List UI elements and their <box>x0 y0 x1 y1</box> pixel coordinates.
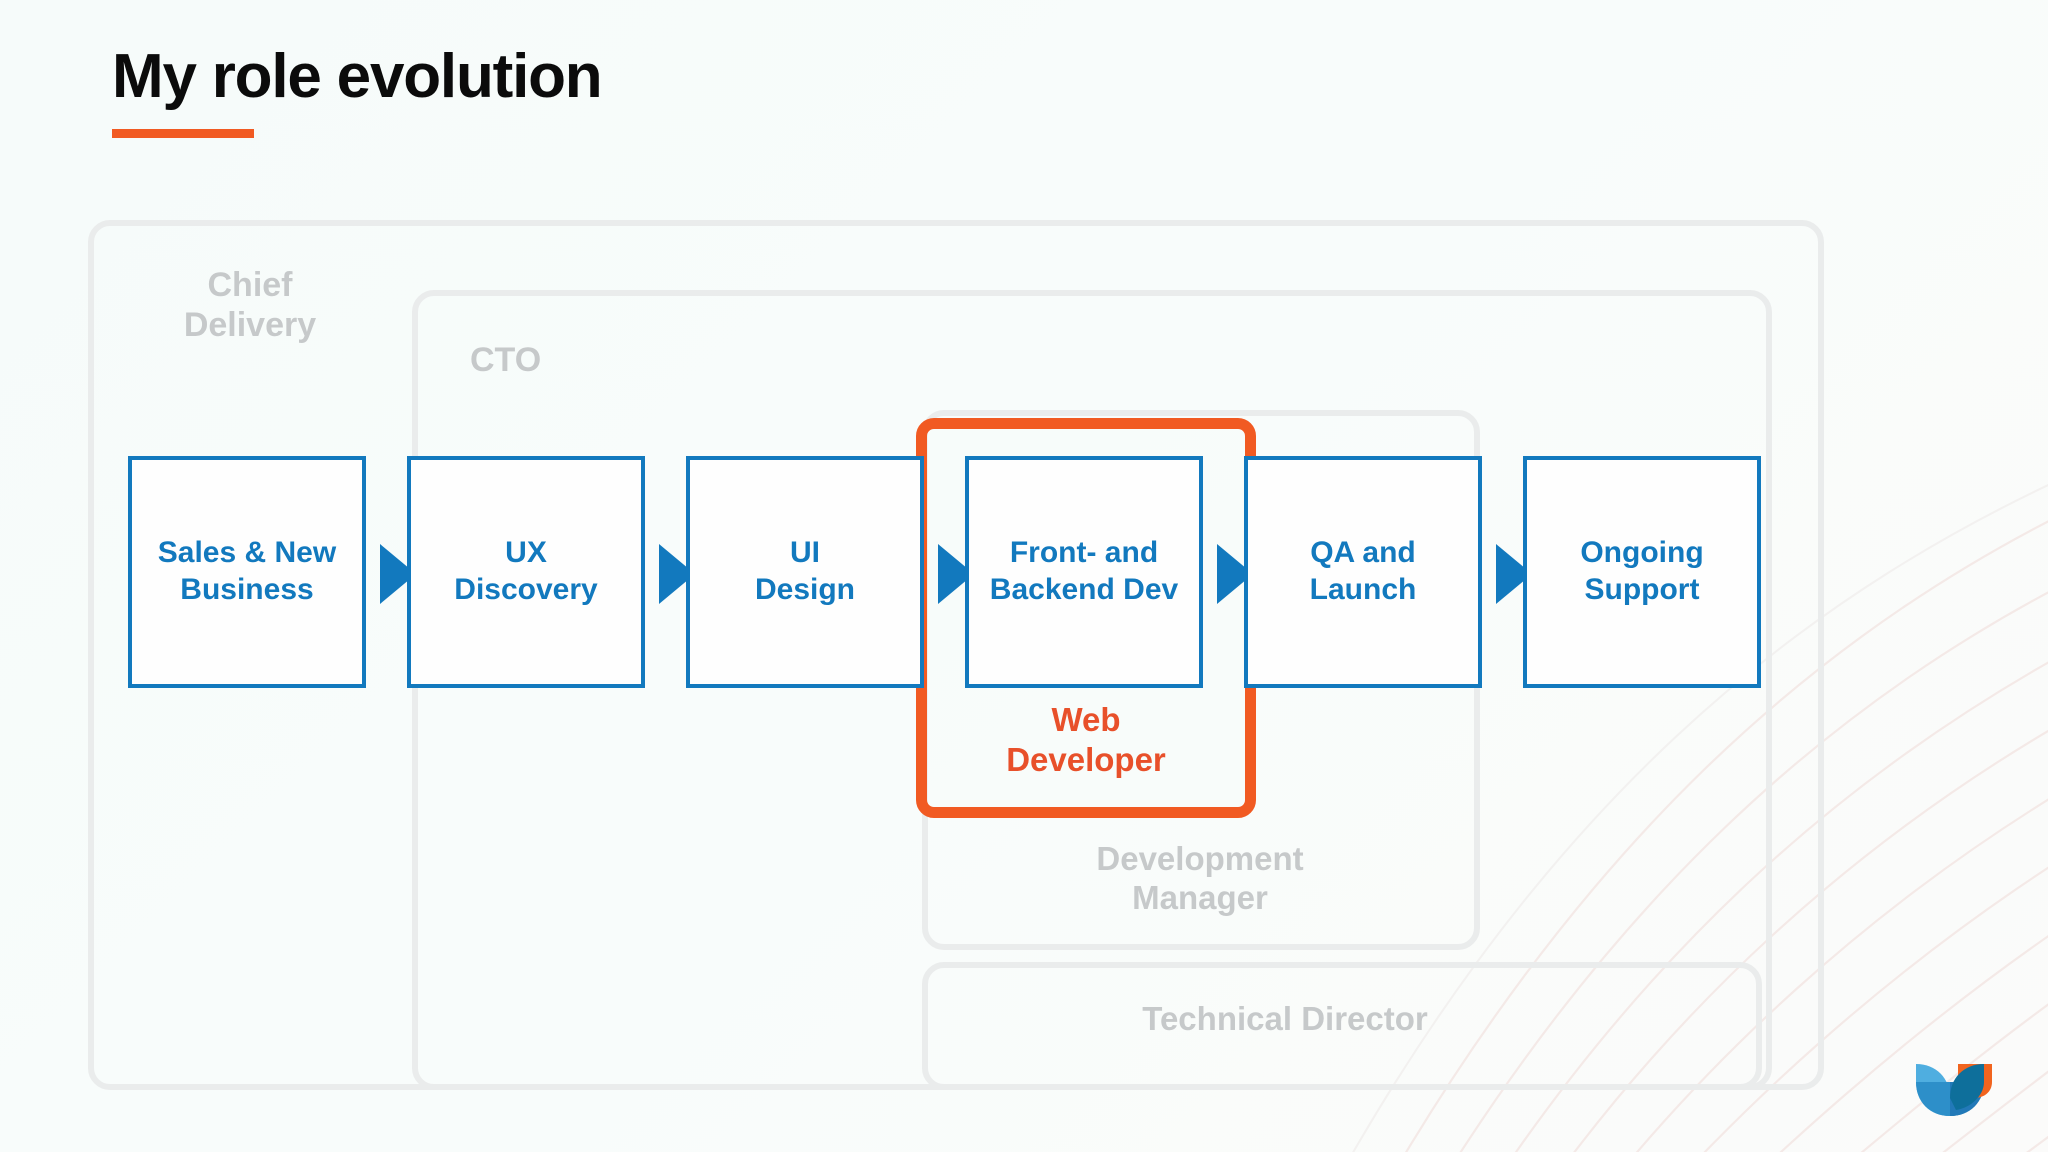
process-step-label: Ongoing Support <box>1580 536 1704 606</box>
process-step-support[interactable]: Ongoing Support <box>1523 456 1761 688</box>
org-frame-technical-director <box>922 962 1762 1090</box>
title-block: My role evolution <box>112 42 603 139</box>
process-step-label: Front- and Backend Dev <box>989 536 1179 606</box>
org-label-chief-delivery: Chief Delivery <box>183 266 317 345</box>
org-label-development-manager: Development Manager <box>1096 840 1304 916</box>
process-step-qa[interactable]: QA and Launch <box>1244 456 1482 688</box>
process-step-label: UX Discovery <box>454 536 598 606</box>
process-step-dev[interactable]: Front- and Backend Dev <box>965 456 1203 688</box>
org-label-technical-director: Technical Director <box>1142 1000 1428 1037</box>
process-step-label: Sales & New Business <box>157 536 337 606</box>
org-label-cto: CTO <box>470 341 542 379</box>
process-step-ux[interactable]: UX Discovery <box>407 456 645 688</box>
title-underline-rule <box>112 129 254 139</box>
leaf-logo <box>1916 1064 1992 1116</box>
process-step-label: QA and Launch <box>1309 536 1417 606</box>
highlight-caption-web-developer: Web Developer <box>1006 701 1166 778</box>
process-step-ui[interactable]: UI Design <box>686 456 924 688</box>
process-chain: Sales & New Business UX Discovery UI Des… <box>128 456 1773 688</box>
page-title: My role evolution <box>112 42 603 111</box>
process-step-label: UI Design <box>754 536 856 606</box>
process-step-sales[interactable]: Sales & New Business <box>128 456 366 688</box>
